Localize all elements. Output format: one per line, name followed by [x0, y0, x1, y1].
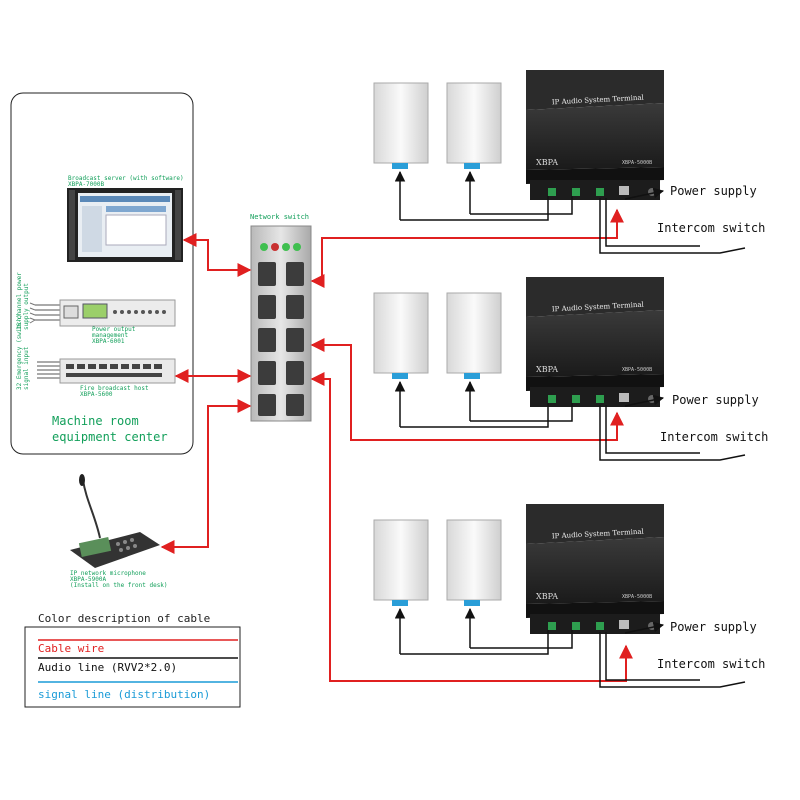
side-label-a: 16-channel power	[16, 272, 23, 330]
side-label-c: 32 Emergency (switch)	[16, 314, 23, 390]
intercom-switch-label: Intercom switch	[657, 657, 765, 671]
side-label-b: supply output	[23, 283, 30, 330]
legend-item-signal: signal line (distribution)	[38, 688, 210, 701]
power-supply-label: Power supply	[670, 620, 757, 634]
speaker-right	[446, 519, 502, 601]
legend-item-cable: Cable wire	[38, 642, 104, 655]
network-microphone	[70, 474, 160, 568]
cable-wires	[160, 208, 633, 682]
fire-label-2: XBPA-5600	[80, 391, 113, 398]
legend-box: Cable wire Audio line (RVV2*2.0) signal …	[24, 626, 241, 708]
power-management-unit	[29, 299, 176, 327]
fire-broadcast-host	[37, 358, 176, 384]
mic-label-3: (Install on the front desk)	[70, 582, 168, 589]
mic-label-1: IP network microphone	[70, 570, 146, 577]
machine-room-panel	[10, 92, 194, 455]
terminal-model: XBPA-5000B	[622, 160, 652, 166]
speaker-left	[373, 82, 429, 164]
terminal-model: XBPA-5000B	[622, 367, 652, 373]
legend-title: Color description of cable	[38, 612, 210, 625]
power-label-2: management	[92, 332, 129, 339]
intercom-switch-label: Intercom switch	[660, 430, 768, 444]
server-label-1: Broadcast server (with software)	[68, 175, 184, 182]
terminal-group-1: IP Audio System Terminal XBPA XBPA-5000B…	[373, 70, 765, 254]
power-label-1: Power output	[92, 326, 136, 333]
power-supply-label: Power supply	[670, 184, 757, 198]
fire-label-1: Fire broadcast host	[80, 385, 149, 392]
terminal-group-2: IP Audio System Terminal XBPA XBPA-5000B…	[373, 277, 768, 461]
speaker-left	[373, 519, 429, 601]
intercom-switch-label: Intercom switch	[657, 221, 765, 235]
broadcast-server	[67, 188, 183, 262]
speaker-right	[446, 82, 502, 164]
power-supply-label: Power supply	[672, 393, 759, 407]
terminal-model: XBPA-5000B	[622, 594, 652, 600]
terminal-brand: XBPA	[536, 158, 558, 167]
side-label-d: signal input	[23, 346, 30, 390]
machine-room-title-1: Machine room	[52, 414, 139, 428]
network-switch	[250, 225, 312, 422]
switch-label: Network switch	[250, 213, 309, 221]
legend-item-audio: Audio line (RVV2*2.0)	[38, 661, 177, 674]
terminal-group-3: IP Audio System Terminal XBPA XBPA-5000B…	[373, 504, 765, 688]
machine-room-title-2: equipment center	[52, 430, 168, 444]
terminal-brand: XBPA	[536, 592, 558, 601]
server-label-2: XBPA-7000B	[68, 181, 105, 188]
speaker-left	[373, 292, 429, 374]
mic-label-2: XBPA-5900A	[70, 576, 107, 583]
terminal-brand: XBPA	[536, 365, 558, 374]
speaker-right	[446, 292, 502, 374]
power-label-3: XBPA-6001	[92, 338, 125, 345]
